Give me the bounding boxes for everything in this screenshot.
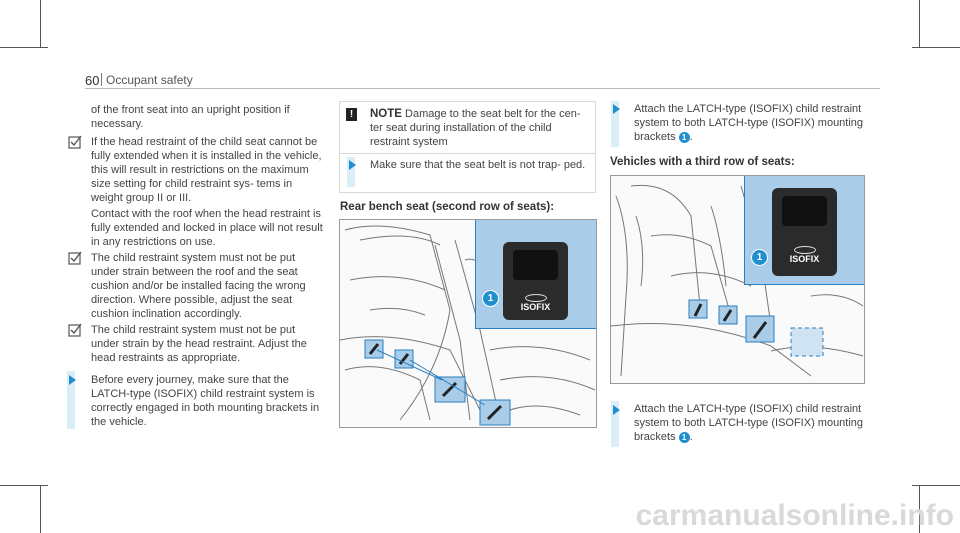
header-divider bbox=[101, 73, 102, 86]
section-title: Occupant safety bbox=[106, 73, 193, 87]
crop-mark bbox=[0, 485, 48, 486]
crop-mark bbox=[912, 47, 960, 48]
intro-text: of the front seat into an upright positi… bbox=[91, 104, 290, 130]
step-arrow-icon bbox=[69, 375, 76, 385]
step-text: Attach the LATCH-type (ISOFIX) child res… bbox=[634, 102, 869, 144]
attach-text: Attach the LATCH-type (ISOFIX) child res… bbox=[634, 103, 864, 143]
check-item: The child restraint system must not be p… bbox=[68, 251, 323, 321]
isofix-label: ISOFIX bbox=[789, 254, 820, 264]
isofix-bracket: ISOFIX bbox=[772, 188, 837, 276]
callout-badge: 1 bbox=[751, 249, 768, 266]
checkmark-icon bbox=[68, 135, 82, 149]
isofix-logo-icon bbox=[525, 294, 547, 302]
checkmark-icon bbox=[68, 251, 82, 265]
callout-number-icon: 1 bbox=[678, 431, 690, 443]
isofix-inset: ISOFIX 1 bbox=[475, 220, 596, 329]
crop-mark bbox=[912, 485, 960, 486]
note-text-rest: ter seat during installation of the chil… bbox=[370, 122, 552, 148]
checkmark-icon bbox=[68, 323, 82, 337]
step-text: Attach the LATCH-type (ISOFIX) child res… bbox=[634, 402, 869, 444]
note-step-text: Make sure that the seat belt is not trap… bbox=[370, 159, 586, 171]
crop-mark bbox=[40, 0, 41, 48]
callout-number-icon: 1 bbox=[678, 131, 690, 143]
watermark: carmanualsonline.info bbox=[635, 499, 954, 532]
note-icon: ! bbox=[346, 108, 357, 121]
isofix-inset: ISOFIX 1 bbox=[744, 176, 864, 285]
crop-mark bbox=[919, 485, 920, 533]
step-arrow-icon bbox=[613, 405, 620, 415]
left-column: of the front seat into an upright positi… bbox=[68, 103, 323, 365]
period: . bbox=[689, 431, 693, 443]
step-bar bbox=[611, 401, 619, 447]
check-text: The child restraint system must not be p… bbox=[91, 252, 306, 320]
step-text: Before every journey, make sure that the… bbox=[91, 374, 320, 428]
isofix-bracket: ISOFIX bbox=[503, 242, 568, 320]
seat-illustration bbox=[340, 225, 596, 426]
note-text-first: Damage to the seat belt for the cen- bbox=[405, 108, 581, 120]
third-row-heading: Vehicles with a third row of seats: bbox=[610, 156, 795, 168]
note-content: NOTE Damage to the seat belt for the cen… bbox=[370, 107, 592, 149]
isofix-logo-icon bbox=[794, 246, 816, 254]
check-item: If the head restraint of the child seat … bbox=[68, 135, 323, 249]
header-rule bbox=[85, 88, 880, 89]
step-arrow-icon bbox=[613, 104, 620, 114]
note-box bbox=[339, 101, 596, 193]
attach-text: Attach the LATCH-type (ISOFIX) child res… bbox=[634, 403, 864, 443]
third-row-figure: ISOFIX 1 bbox=[610, 175, 865, 384]
crop-mark bbox=[919, 0, 920, 48]
step-bar bbox=[611, 101, 619, 147]
callout-badge: 1 bbox=[482, 290, 499, 307]
check-text: If the head restraint of the child seat … bbox=[91, 136, 322, 204]
step-bar bbox=[347, 157, 355, 187]
isofix-slot bbox=[782, 196, 827, 226]
note-label: NOTE bbox=[370, 108, 402, 120]
page-number: 60 bbox=[85, 73, 100, 88]
check-extra-text: Contact with the roof when the head rest… bbox=[91, 208, 323, 248]
isofix-label: ISOFIX bbox=[520, 302, 551, 312]
note-divider bbox=[339, 153, 596, 154]
crop-mark bbox=[40, 485, 41, 533]
step-bar bbox=[67, 371, 75, 429]
period: . bbox=[689, 131, 693, 143]
rear-bench-heading: Rear bench seat (second row of seats): bbox=[340, 201, 555, 213]
check-item: The child restraint system must not be p… bbox=[68, 323, 323, 365]
seat-illustration bbox=[611, 184, 864, 377]
isofix-slot bbox=[513, 250, 558, 280]
step-arrow-icon bbox=[349, 160, 356, 170]
crop-mark bbox=[0, 47, 48, 48]
rear-bench-figure: ISOFIX 1 bbox=[339, 219, 597, 428]
check-text: The child restraint system must not be p… bbox=[91, 324, 307, 364]
